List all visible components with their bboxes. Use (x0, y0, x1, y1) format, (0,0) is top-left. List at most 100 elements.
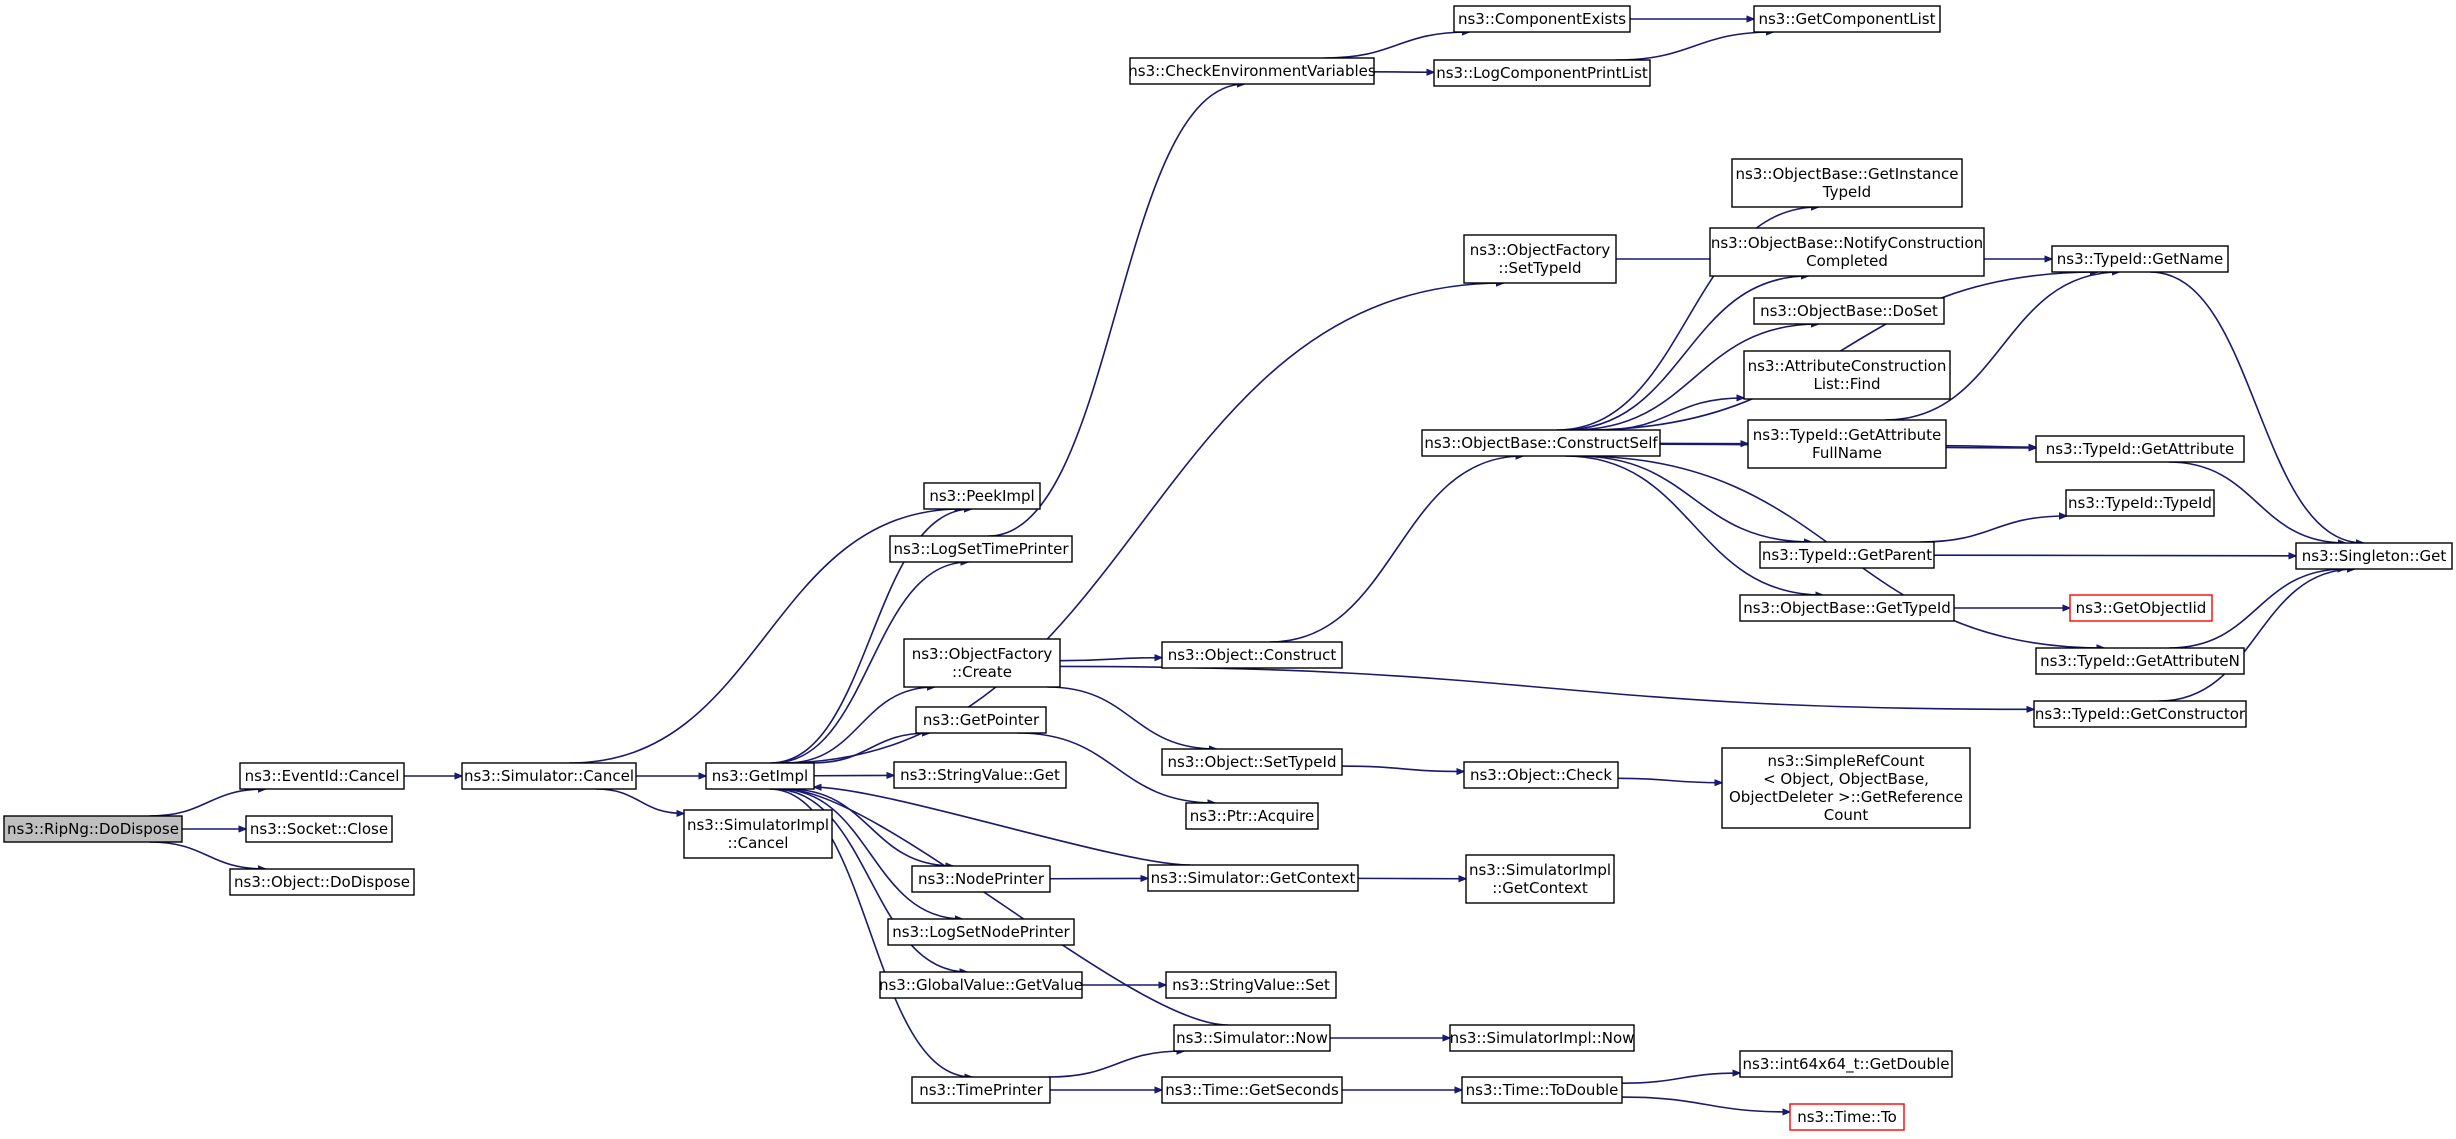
node-object_check[interactable]: ns3::Object::Check (1463, 761, 1619, 789)
node-typeid_typeid[interactable]: ns3::TypeId::TypeId (2065, 489, 2215, 517)
node-box-socket_close (245, 815, 393, 843)
edge-logcomponentprintlist-to-getcomponentlist (1615, 32, 1773, 61)
node-logsettimeprinter[interactable]: ns3::LogSetTimePrinter (889, 535, 1073, 563)
node-box-objectbase_getinstancetypeid (1731, 158, 1963, 208)
node-globalvalue_getvalue[interactable]: ns3::GlobalValue::GetValue (879, 971, 1083, 999)
node-typeid_getattribute[interactable]: ns3::TypeId::GetAttribute (2035, 435, 2245, 463)
edge-typeid_getattributefullname-to-typeid_getname (1885, 272, 2119, 421)
node-time_getseconds[interactable]: ns3::Time::GetSeconds (1161, 1076, 1343, 1104)
node-checkenvvars[interactable]: ns3::CheckEnvironmentVariables (1128, 57, 1376, 85)
node-objectbase_notifyconstruction[interactable]: ns3::ObjectBase::NotifyConstructionCompl… (1709, 227, 1985, 277)
node-box-simulator_now (1173, 1024, 1331, 1052)
node-label-objectbase_getinstancetypeid-line-0: ns3::ObjectBase::GetInstance (1736, 165, 1959, 183)
node-label-objectfactory_settypeid-line-0: ns3::ObjectFactory (1470, 241, 1611, 259)
node-label-logcomponentprintlist-line-0: ns3::LogComponentPrintList (1436, 64, 1648, 82)
node-objectbase_constructself[interactable]: ns3::ObjectBase::ConstructSelf (1421, 429, 1661, 457)
node-simulatorimpl_getcontext[interactable]: ns3::SimulatorImpl::GetContext (1465, 854, 1615, 904)
edge-objectbase_constructself-to-objectbase_notifyconstruction (1561, 276, 1809, 431)
node-box-componentexists (1453, 5, 1631, 33)
node-label-timeprinter-line-0: ns3::TimePrinter (919, 1081, 1043, 1099)
node-label-objectfactory_create-line-0: ns3::ObjectFactory (912, 645, 1053, 663)
node-simulatorimpl_cancel[interactable]: ns3::SimulatorImpl::Cancel (683, 809, 833, 859)
node-simulator_cancel[interactable]: ns3::Simulator::Cancel (461, 762, 637, 790)
node-box-getpointer (915, 706, 1047, 734)
node-object_construct[interactable]: ns3::Object::Construct (1161, 641, 1343, 669)
node-nodeprinter[interactable]: ns3::NodePrinter (911, 865, 1051, 893)
edge-getimpl-to-objectfactory_settypeid (779, 283, 1504, 764)
node-label-simplerefcount_getreferencecount-line-2: ObjectDeleter >::GetReference (1729, 788, 1963, 806)
edge-objectbase_constructself-to-typeid_getparent (1576, 455, 1812, 542)
node-getcomponentlist[interactable]: ns3::GetComponentList (1753, 5, 1941, 33)
node-getimpl[interactable]: ns3::GetImpl (705, 762, 815, 790)
node-objectbase_gettypeid[interactable]: ns3::ObjectBase::GetTypeId (1739, 594, 1955, 622)
node-int64x64_getdouble[interactable]: ns3::int64x64_t::GetDouble (1739, 1050, 1953, 1078)
node-timeprinter[interactable]: ns3::TimePrinter (911, 1076, 1051, 1104)
node-time_todouble[interactable]: ns3::Time::ToDouble (1461, 1076, 1623, 1104)
node-box-simulatorimpl_getcontext (1465, 854, 1615, 904)
node-label-simplerefcount_getreferencecount-line-3: Count (1824, 806, 1869, 824)
node-singleton_get[interactable]: ns3::Singleton::Get (2295, 542, 2453, 570)
node-socket_close[interactable]: ns3::Socket::Close (245, 815, 393, 843)
node-label-typeid_typeid-line-0: ns3::TypeId::TypeId (2068, 494, 2212, 512)
node-ripng_dodispose[interactable]: ns3::RipNg::DoDispose (3, 815, 183, 843)
node-label-simulatorimpl_cancel-line-1: ::Cancel (728, 834, 789, 852)
node-simulator_getcontext[interactable]: ns3::Simulator::GetContext (1147, 864, 1359, 892)
edge-time_todouble-to-time_to (1621, 1096, 1790, 1112)
edge-typeid_getparent-to-singleton_get (1933, 555, 2296, 556)
node-typeid_getname[interactable]: ns3::TypeId::GetName (2051, 245, 2229, 273)
node-simulatorimpl_now[interactable]: ns3::SimulatorImpl::Now (1449, 1024, 1635, 1052)
node-label-getimpl-line-0: ns3::GetImpl (712, 767, 808, 785)
node-label-objectbase_constructself-line-0: ns3::ObjectBase::ConstructSelf (1424, 434, 1658, 452)
node-stringvalue_set[interactable]: ns3::StringValue::Set (1165, 971, 1337, 999)
node-box-objectfactory_create (903, 638, 1061, 688)
node-logsetnodeprinter[interactable]: ns3::LogSetNodePrinter (887, 918, 1075, 946)
node-ptr_acquire[interactable]: ns3::Ptr::Acquire (1185, 802, 1319, 830)
node-box-ptr_acquire (1185, 802, 1319, 830)
node-object_dodispose[interactable]: ns3::Object::DoDispose (229, 868, 415, 896)
node-logcomponentprintlist[interactable]: ns3::LogComponentPrintList (1433, 59, 1651, 87)
node-label-nodeprinter-line-0: ns3::NodePrinter (918, 870, 1045, 888)
node-box-getimpl (705, 762, 815, 790)
node-label-simplerefcount_getreferencecount-line-0: ns3::SimpleRefCount (1768, 752, 1925, 770)
node-label-objectbase_getinstancetypeid-line-1: TypeId (1822, 183, 1871, 201)
node-getpointer[interactable]: ns3::GetPointer (915, 706, 1047, 734)
node-objectbase_doset[interactable]: ns3::ObjectBase::DoSet (1753, 297, 1945, 325)
node-object_settypeid[interactable]: ns3::Object::SetTypeId (1161, 748, 1343, 776)
edge-object_construct-to-objectbase_constructself (1269, 456, 1524, 643)
node-peekimpl[interactable]: ns3::PeekImpl (923, 482, 1041, 510)
node-objectfactory_settypeid[interactable]: ns3::ObjectFactory::SetTypeId (1463, 234, 1617, 284)
node-typeid_getconstructor[interactable]: ns3::TypeId::GetConstructor (2033, 700, 2247, 728)
node-getobjectiid[interactable]: ns3::GetObjectIid (2069, 594, 2213, 622)
node-objectfactory_create[interactable]: ns3::ObjectFactory::Create (903, 638, 1061, 688)
node-time_to[interactable]: ns3::Time::To (1789, 1103, 1905, 1131)
node-label-typeid_getattribute-line-0: ns3::TypeId::GetAttribute (2046, 440, 2234, 458)
node-box-eventid_cancel (239, 762, 405, 790)
node-label-getobjectiid-line-0: ns3::GetObjectIid (2076, 599, 2207, 617)
node-label-simulator_cancel-line-0: ns3::Simulator::Cancel (464, 767, 634, 785)
node-box-objectbase_notifyconstruction (1709, 227, 1985, 277)
edge-checkenvvars-to-componentexists (1324, 32, 1470, 59)
node-box-typeid_getparent (1759, 541, 1935, 569)
edge-getimpl-to-logsettimeprinter (772, 562, 969, 764)
node-typeid_getparent[interactable]: ns3::TypeId::GetParent (1759, 541, 1935, 569)
node-box-time_to (1789, 1103, 1905, 1131)
node-simplerefcount_getreferencecount[interactable]: ns3::SimpleRefCount< Object, ObjectBase,… (1721, 747, 1971, 829)
node-label-typeid_getattributen-line-0: ns3::TypeId::GetAttributeN (2040, 652, 2240, 670)
edge-simulator_cancel-to-simulatorimpl_cancel (595, 788, 684, 813)
node-componentexists[interactable]: ns3::ComponentExists (1453, 5, 1631, 33)
edges (149, 19, 2364, 1112)
node-stringvalue_get[interactable]: ns3::StringValue::Get (893, 761, 1067, 789)
node-label-time_todouble-line-0: ns3::Time::ToDouble (1466, 1081, 1619, 1099)
node-label-stringvalue_set-line-0: ns3::StringValue::Set (1172, 976, 1330, 994)
node-label-objectbase_notifyconstruction-line-0: ns3::ObjectBase::NotifyConstruction (1711, 234, 1983, 252)
node-label-peekimpl-line-0: ns3::PeekImpl (929, 487, 1034, 505)
node-typeid_getattributen[interactable]: ns3::TypeId::GetAttributeN (2035, 647, 2245, 675)
edge-ripng_dodispose-to-object_dodispose (149, 841, 266, 869)
node-simulator_now[interactable]: ns3::Simulator::Now (1173, 1024, 1331, 1052)
node-eventid_cancel[interactable]: ns3::EventId::Cancel (239, 762, 405, 790)
node-box-checkenvvars (1129, 57, 1375, 85)
